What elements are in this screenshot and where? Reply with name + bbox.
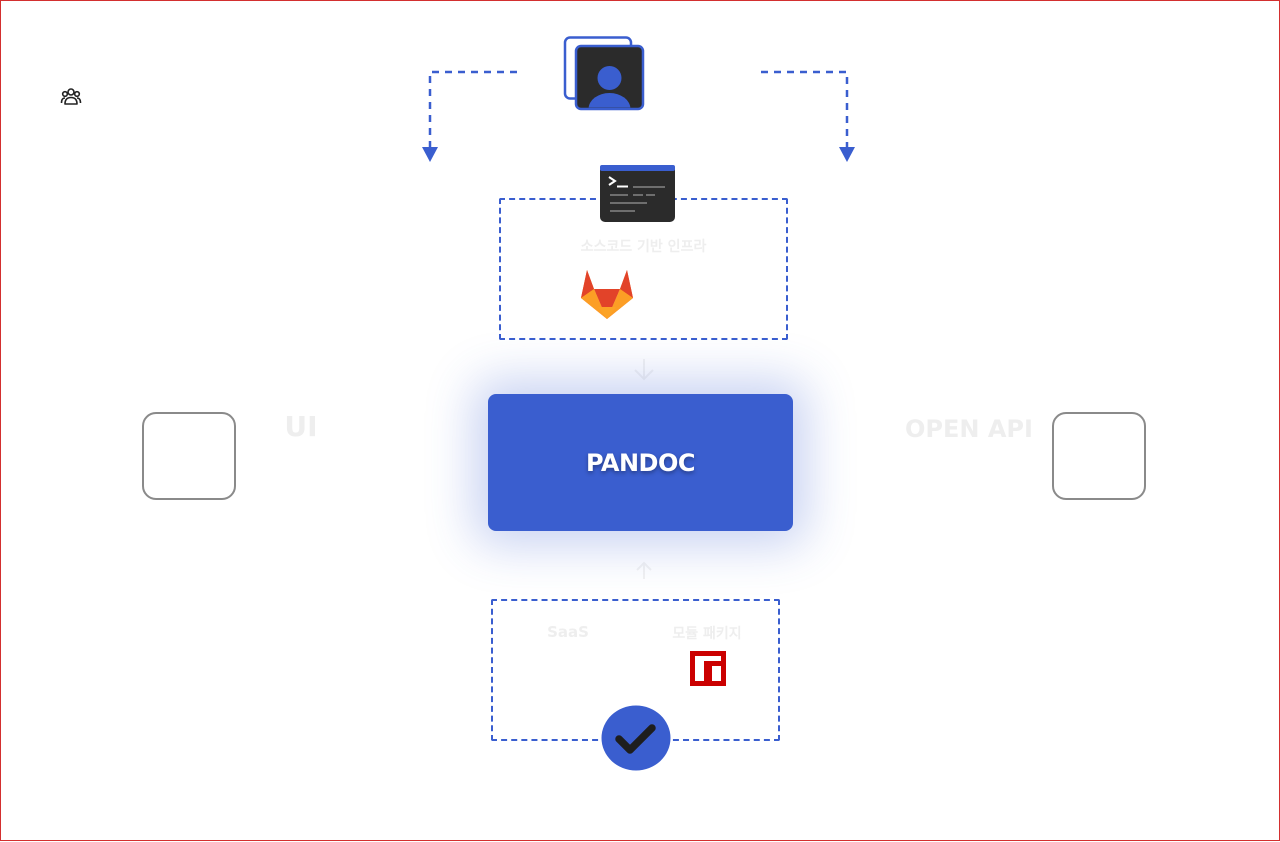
users-group-icon xyxy=(60,87,82,107)
pandoc-label: PANDOC xyxy=(586,448,695,477)
pandoc-box: PANDOC xyxy=(488,394,793,531)
right-connector-arrow xyxy=(839,147,855,162)
source-infra-label: 소스코드 기반 인프라 xyxy=(580,239,707,255)
left-connector xyxy=(428,70,517,149)
open-api-label: OPEN API xyxy=(905,415,1033,443)
terminal-icon xyxy=(600,165,676,223)
user-avatar-icon xyxy=(563,36,645,112)
ui-box xyxy=(142,412,236,500)
saas-label: SaaS xyxy=(547,623,589,641)
ui-label: UI xyxy=(284,410,318,443)
left-connector-arrow xyxy=(422,147,438,162)
check-circle-icon xyxy=(601,705,671,771)
down-arrow-to-pandoc xyxy=(634,359,654,381)
gitlab-icon xyxy=(580,267,634,320)
open-api-box xyxy=(1052,412,1146,500)
module-package-label: 모듈 패키지 xyxy=(672,626,742,642)
right-connector xyxy=(761,70,849,149)
npm-icon xyxy=(690,651,726,686)
up-arrow-from-bottom xyxy=(636,561,652,579)
